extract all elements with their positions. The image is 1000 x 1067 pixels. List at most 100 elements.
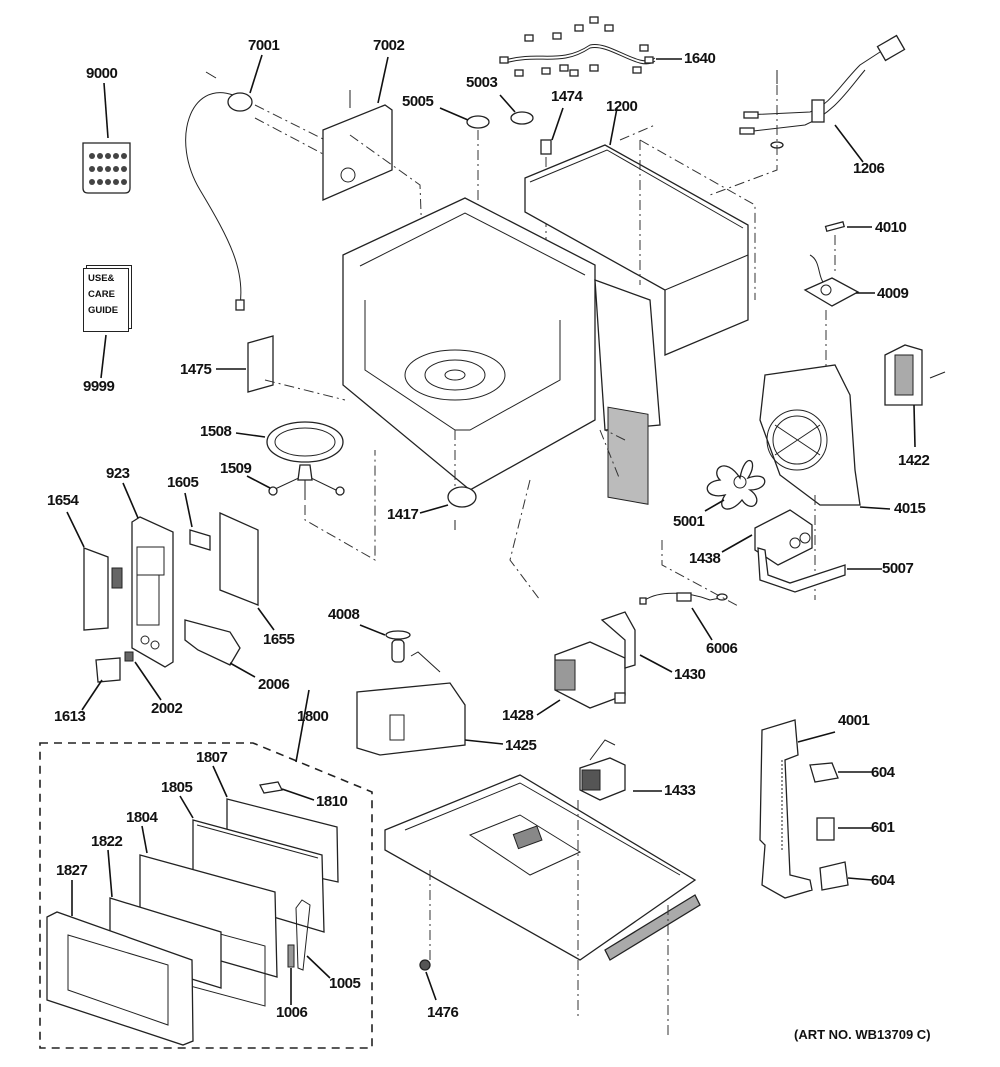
callout-1800[interactable]: 1800	[297, 708, 329, 725]
callout-601[interactable]: 601	[871, 819, 895, 836]
fan-blade-part[interactable]	[706, 459, 766, 510]
thermal-cutout-5005[interactable]	[466, 115, 490, 129]
door-hinge-part[interactable]	[259, 781, 283, 794]
control-board-part[interactable]	[219, 511, 259, 606]
foot-part[interactable]	[419, 959, 431, 971]
screw-kit-part[interactable]	[82, 142, 131, 194]
callout-1805[interactable]: 1805	[161, 779, 193, 796]
waveguide-cover-part[interactable]	[247, 335, 274, 393]
callout-604-upper[interactable]: 604	[871, 764, 895, 781]
turntable-tray-part[interactable]	[266, 421, 344, 463]
fuse-part[interactable]	[540, 139, 552, 155]
callout-9000[interactable]: 9000	[86, 65, 118, 82]
callout-4009[interactable]: 4009	[877, 285, 909, 302]
oven-cavity-part[interactable]	[342, 197, 661, 505]
callout-4008[interactable]: 4008	[328, 606, 360, 623]
callout-5005[interactable]: 5005	[402, 93, 434, 110]
outer-case-part[interactable]	[524, 144, 749, 356]
power-cord-part[interactable]	[739, 34, 906, 149]
callout-7001[interactable]: 7001	[248, 37, 280, 54]
callout-1822[interactable]: 1822	[91, 833, 123, 850]
lamp-housing-part[interactable]	[356, 682, 466, 756]
interlock-switch-601[interactable]	[816, 817, 835, 841]
callout-7002[interactable]: 7002	[373, 37, 405, 54]
callout-1422[interactable]: 1422	[898, 452, 930, 469]
callout-6006[interactable]: 6006	[706, 640, 738, 657]
control-panel-part[interactable]	[131, 516, 174, 668]
button-bracket-part[interactable]	[184, 619, 241, 666]
callout-2002[interactable]: 2002	[151, 700, 183, 717]
latch-board-part[interactable]	[759, 719, 813, 899]
callout-1428[interactable]: 1428	[502, 707, 534, 724]
callout-1827[interactable]: 1827	[56, 862, 88, 879]
wire-harness-part[interactable]	[499, 16, 656, 77]
callout-4001[interactable]: 4001	[838, 712, 870, 729]
art-number: (ART NO. WB13709 C)	[794, 1027, 931, 1042]
callout-5007[interactable]: 5007	[882, 560, 914, 577]
callout-1476[interactable]: 1476	[427, 1004, 459, 1021]
callout-4010[interactable]: 4010	[875, 219, 907, 236]
base-plate-part[interactable]	[384, 774, 701, 961]
callout-1200[interactable]: 1200	[606, 98, 638, 115]
latch-spring-part[interactable]	[287, 944, 295, 968]
noise-filter-board-part[interactable]	[803, 254, 860, 307]
callout-5001[interactable]: 5001	[673, 513, 705, 530]
callout-4015[interactable]: 4015	[894, 500, 926, 517]
door-frame-part[interactable]	[192, 819, 325, 933]
door-release-button-part[interactable]	[95, 657, 121, 683]
callout-1430[interactable]: 1430	[674, 666, 706, 683]
capacitor-part[interactable]	[754, 509, 813, 566]
callout-1810[interactable]: 1810	[316, 793, 348, 810]
callout-1425[interactable]: 1425	[505, 737, 537, 754]
callout-1438[interactable]: 1438	[689, 550, 721, 567]
thermal-cutout-5003[interactable]	[510, 111, 534, 125]
touch-pad-part[interactable]	[83, 547, 123, 631]
turntable-motor-part[interactable]	[447, 486, 477, 530]
magnetron-bracket-part[interactable]	[600, 611, 636, 669]
callout-1509[interactable]: 1509	[220, 460, 252, 477]
callout-1006[interactable]: 1006	[276, 1004, 308, 1021]
callout-604-lower[interactable]: 604	[871, 872, 895, 889]
guide-line-2: CARE	[88, 289, 115, 300]
callout-1807[interactable]: 1807	[196, 749, 228, 766]
use-and-care-guide[interactable]: USE& CARE GUIDE	[83, 268, 129, 332]
transformer-part[interactable]	[579, 739, 626, 801]
sensor-part[interactable]	[185, 71, 253, 311]
door-assembly-boundary	[39, 742, 373, 1049]
lamp-part[interactable]	[385, 630, 441, 673]
callout-2006[interactable]: 2006	[258, 676, 290, 693]
callout-1433[interactable]: 1433	[664, 782, 696, 799]
callout-1206[interactable]: 1206	[853, 160, 885, 177]
callout-9999[interactable]: 9999	[83, 378, 115, 395]
callout-923[interactable]: 923	[106, 465, 130, 482]
mounting-plate-part[interactable]	[322, 90, 393, 201]
callout-1417[interactable]: 1417	[387, 506, 419, 523]
callout-1475[interactable]: 1475	[180, 361, 212, 378]
callout-1654[interactable]: 1654	[47, 492, 79, 509]
callout-1655[interactable]: 1655	[263, 631, 295, 648]
callout-5003[interactable]: 5003	[466, 74, 498, 91]
magnetron-part[interactable]	[554, 641, 626, 709]
spring-part[interactable]	[124, 651, 134, 662]
interlock-switch-604a[interactable]	[809, 762, 839, 783]
door-outer-frame-part[interactable]	[46, 911, 194, 1046]
callout-1804[interactable]: 1804	[126, 809, 158, 826]
roller-guide-part[interactable]	[268, 464, 345, 500]
capacitor-bracket-part[interactable]	[757, 547, 846, 593]
callout-1508[interactable]: 1508	[200, 423, 232, 440]
callout-1605[interactable]: 1605	[167, 474, 199, 491]
interlock-switch-604b[interactable]	[819, 861, 849, 891]
callout-1474[interactable]: 1474	[551, 88, 583, 105]
thermistor-bracket-part[interactable]	[884, 344, 946, 406]
fan-duct-part[interactable]	[759, 364, 861, 506]
callout-1613[interactable]: 1613	[54, 708, 86, 725]
fuse-4010-part[interactable]	[824, 220, 846, 233]
display-window-part[interactable]	[189, 529, 211, 551]
diode-part[interactable]	[639, 592, 728, 605]
guide-line-3: GUIDE	[88, 305, 119, 316]
callout-1640[interactable]: 1640	[684, 50, 716, 67]
guide-line-1: USE&	[88, 273, 115, 284]
callout-1005[interactable]: 1005	[329, 975, 361, 992]
door-latch-part[interactable]	[295, 899, 311, 971]
